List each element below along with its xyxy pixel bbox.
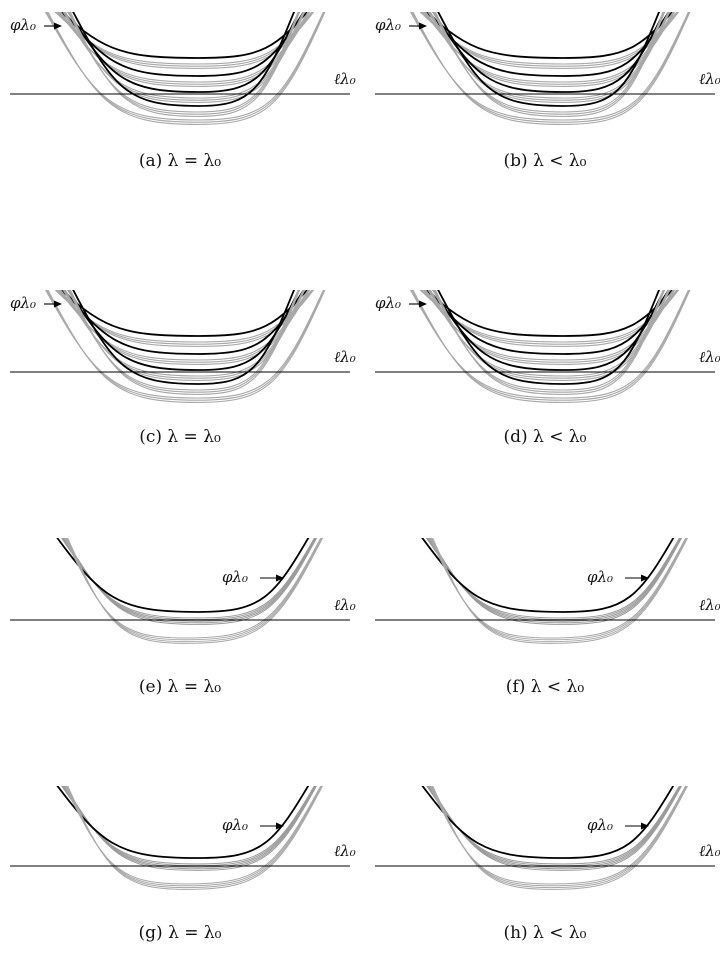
black-curve [424,290,674,337]
curve-label: φλ₀ [375,16,401,34]
gray-curve [67,538,324,644]
arrow-head [276,822,284,830]
panel-caption: (f) λ < λ₀ [506,677,585,697]
line-label: ℓλ₀ [334,348,356,366]
gray-curve [434,12,666,117]
panel-e: ℓλ₀ φλ₀ (e) λ = λ₀ [10,538,356,697]
curves [421,538,689,644]
curve-label: φλ₀ [587,568,613,586]
gray-curve [429,538,683,625]
curve-label: φλ₀ [587,816,613,834]
curves [409,12,691,125]
gray-curve [432,786,688,890]
gray-curve [69,290,301,395]
gray-curve [64,538,318,625]
gray-curve [69,12,301,117]
panel-caption: (d) λ < λ₀ [504,427,587,447]
gray-curve [428,786,682,870]
black-curve [72,290,295,385]
line-label: ℓλ₀ [334,596,356,614]
gray-curve [432,538,689,644]
curve-label: φλ₀ [10,294,36,312]
black-curve [72,12,295,107]
curves [44,12,326,125]
black-curve [424,12,674,59]
line-label: ℓλ₀ [699,348,720,366]
curves [56,786,323,890]
line-label: ℓλ₀ [699,842,720,860]
panel-caption: (b) λ < λ₀ [504,151,587,171]
black-curve [59,290,309,337]
gray-curve [429,786,683,871]
curve-label: φλ₀ [222,816,248,834]
panel-a: ℓλ₀ φλ₀ (a) λ = λ₀ [10,12,356,171]
black-curve [421,538,675,613]
line-label: ℓλ₀ [699,596,720,614]
gray-curve [434,290,666,395]
black-curve [59,12,309,59]
curves [44,290,326,403]
gray-curve [64,786,318,871]
panel-b: ℓλ₀ φλ₀ (b) λ < λ₀ [375,12,720,171]
curve-label: φλ₀ [375,294,401,312]
panel-caption: (a) λ = λ₀ [139,151,221,171]
gray-curve [47,290,326,403]
line-label: ℓλ₀ [334,842,356,860]
panel-caption: (c) λ = λ₀ [139,427,221,447]
gray-curve [63,538,317,624]
arrow-head [54,300,62,308]
arrow-head [54,22,62,30]
arrow-head [419,300,427,308]
black-curve [56,538,310,613]
gray-curve [411,290,690,401]
panel-caption: (h) λ < λ₀ [503,923,586,943]
arrow-head [641,822,649,830]
panel-caption: (g) λ = λ₀ [139,923,222,943]
gray-curve [411,12,690,123]
panel-h: ℓλ₀ φλ₀ (h) λ < λ₀ [375,786,720,943]
line-label: ℓλ₀ [334,70,356,88]
line-label: ℓλ₀ [699,70,720,88]
panel-c: ℓλ₀ φλ₀ (c) λ = λ₀ [10,290,356,447]
arrow-head [641,574,649,582]
gray-curve [47,12,326,125]
gray-curve [67,786,323,890]
curves [409,290,691,403]
gray-curve [46,290,325,401]
curve-label: φλ₀ [10,16,36,34]
gray-curve [412,290,691,403]
black-curve [437,290,660,385]
curve-label: φλ₀ [222,568,248,586]
panel-d: ℓλ₀ φλ₀ (d) λ < λ₀ [375,290,720,447]
arrow-head [276,574,284,582]
gray-curve [63,786,317,870]
arrow-head [419,22,427,30]
black-curve [437,12,660,107]
panel-caption: (e) λ = λ₀ [139,677,221,697]
gray-curve [428,538,682,624]
panel-f: ℓλ₀ φλ₀ (f) λ < λ₀ [375,538,720,697]
panel-g: ℓλ₀ φλ₀ (g) λ = λ₀ [10,786,356,943]
gray-curve [46,12,325,123]
curves [421,786,688,890]
curves [56,538,324,644]
gray-curve [412,12,691,125]
